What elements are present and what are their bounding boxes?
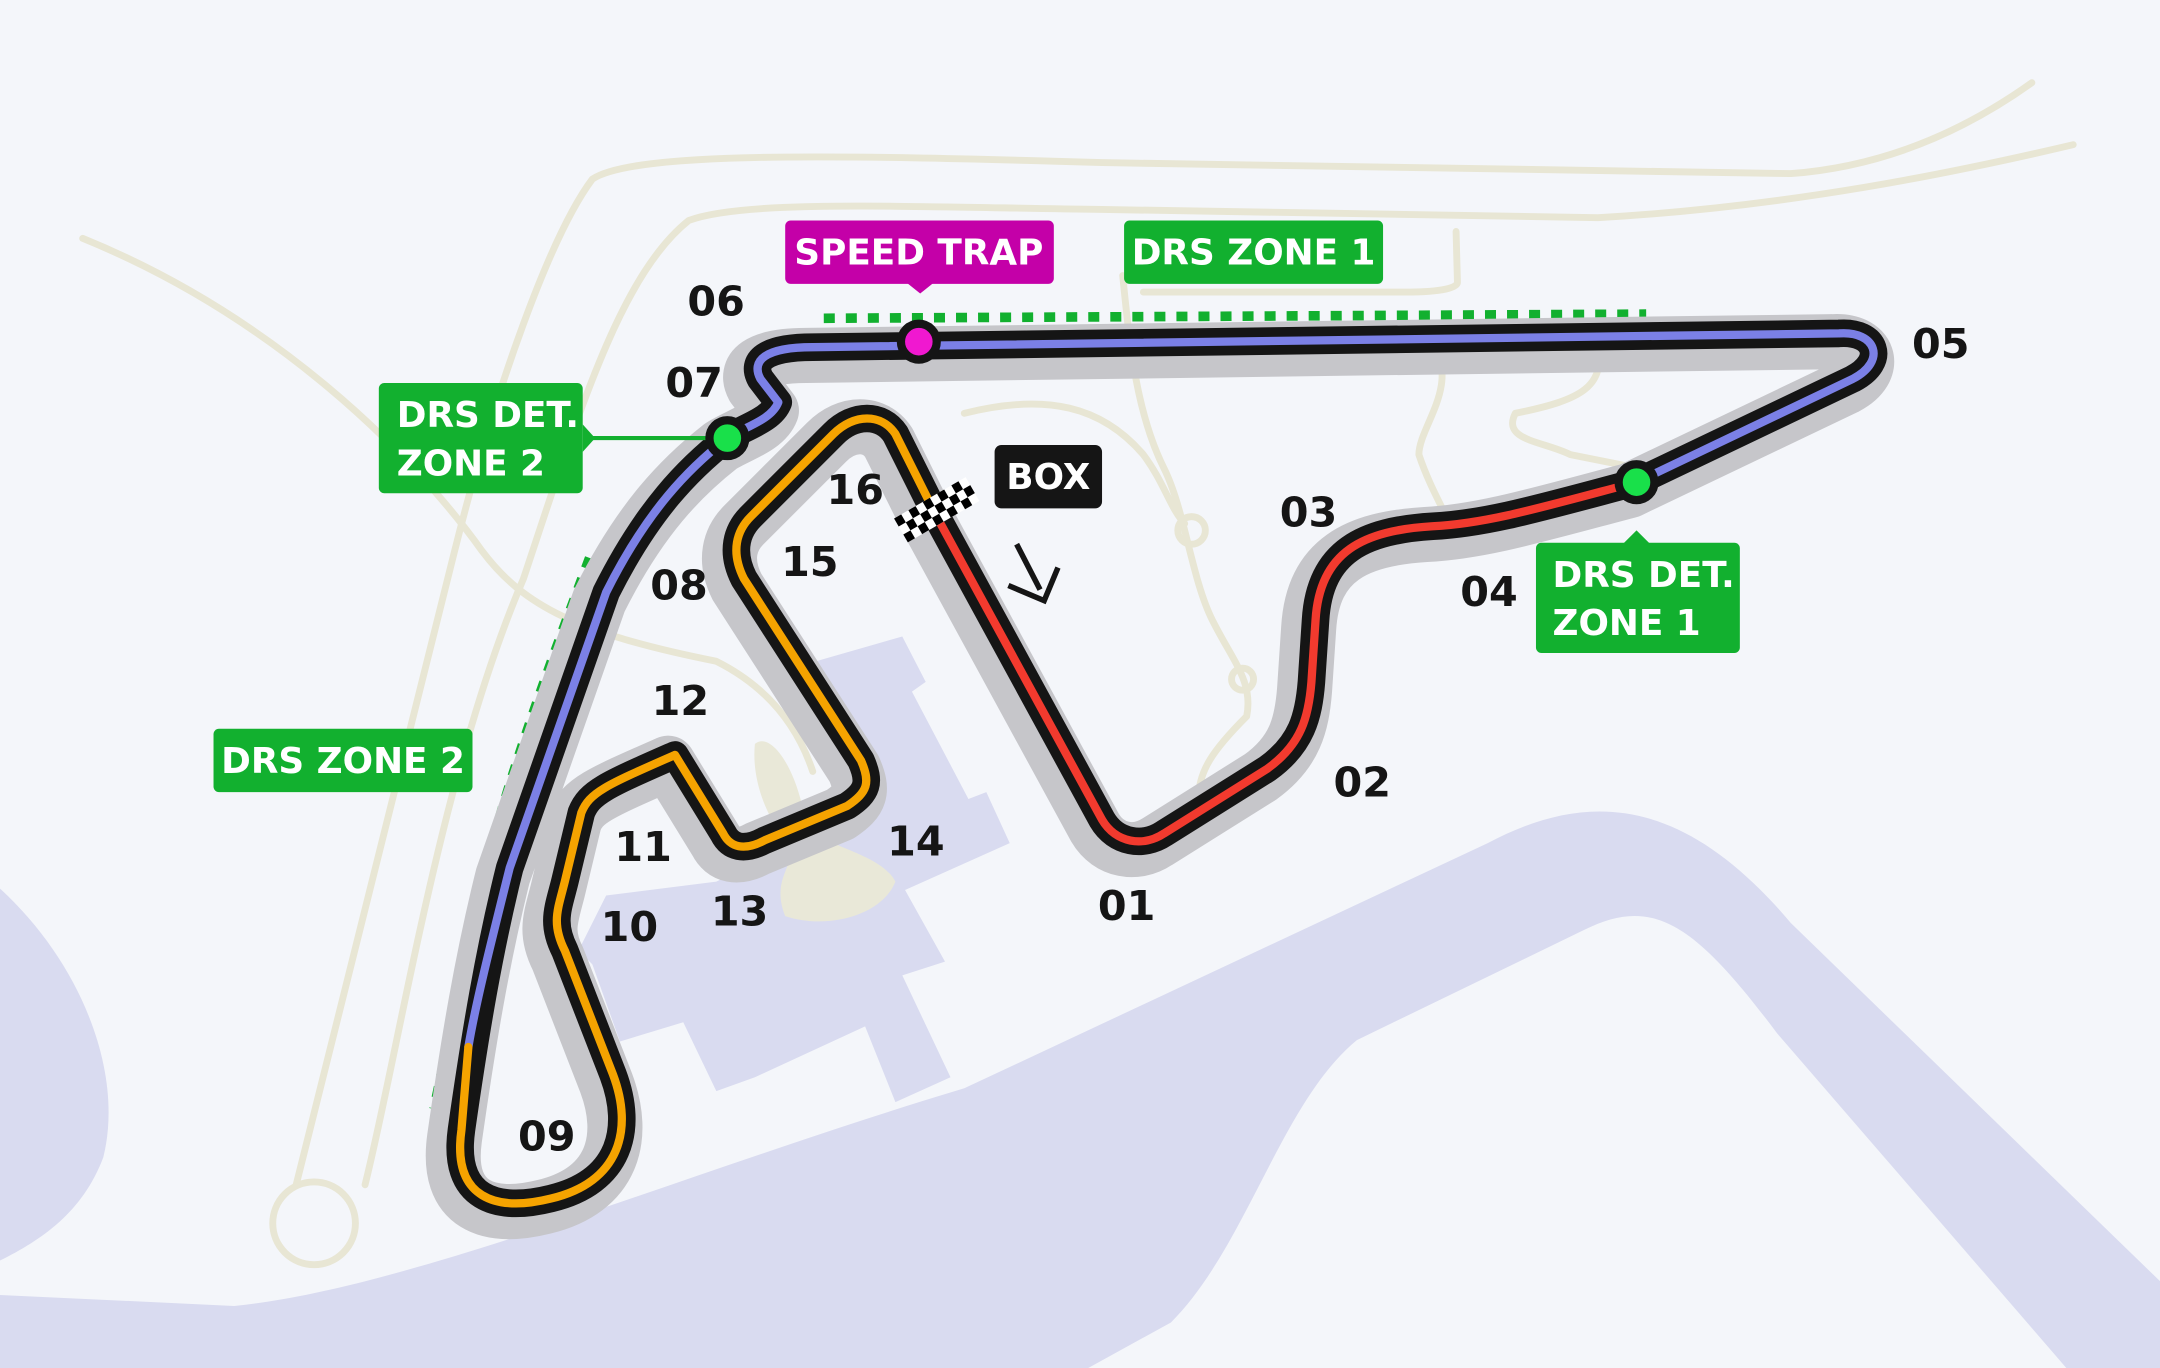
drs-zone-1-label: DRS ZONE 1 xyxy=(1124,220,1384,284)
drs-detection-zone-2-marker xyxy=(705,416,750,461)
drs-zone-2-label: DRS ZONE 2 xyxy=(213,728,473,793)
speed-trap-label: SPEED TRAP xyxy=(785,220,1054,294)
turn-05: 05 xyxy=(1912,320,1970,368)
turn-09: 09 xyxy=(518,1112,576,1160)
turn-10: 10 xyxy=(601,903,659,951)
pit-entry-arrow-icon xyxy=(1007,542,1061,605)
turn-11: 11 xyxy=(614,823,672,871)
water-river xyxy=(0,811,2160,1368)
turn-13: 13 xyxy=(711,888,768,936)
box-label: BOX xyxy=(994,444,1103,509)
drs-zone-1-text: DRS ZONE 1 xyxy=(1132,233,1376,274)
box-text: BOX xyxy=(1006,457,1090,498)
turn-12: 12 xyxy=(652,677,710,725)
checkered-flag-icon xyxy=(894,477,980,543)
turn-04: 04 xyxy=(1460,568,1518,616)
surrounding-roads xyxy=(79,79,2077,1269)
speed-trap-text: SPEED TRAP xyxy=(794,233,1043,274)
turn-15: 15 xyxy=(781,538,839,586)
turn-numbers: 01 02 03 04 05 06 07 08 09 10 11 12 13 1… xyxy=(518,278,1970,1161)
water-left-lagoon xyxy=(0,888,109,1261)
drs-detection-zone-1-label: DRS DET. ZONE 1 xyxy=(1535,530,1740,654)
sector-3 xyxy=(456,414,941,1208)
turn-02: 02 xyxy=(1333,758,1391,806)
drs-det-zone-2-line2: ZONE 2 xyxy=(397,443,545,484)
drs-detection-zone-1-marker xyxy=(1614,460,1659,505)
turn-14: 14 xyxy=(887,818,944,866)
drs-detection-zone-2-label: DRS DET. ZONE 2 xyxy=(378,383,717,494)
marina-pond xyxy=(754,741,896,922)
turn-06: 06 xyxy=(687,278,745,326)
drs-det-zone-1-line2: ZONE 1 xyxy=(1553,603,1701,644)
turn-16: 16 xyxy=(827,466,884,514)
drs-det-zone-1-line1: DRS DET. xyxy=(1553,555,1735,596)
turn-03: 03 xyxy=(1280,488,1338,536)
drs-det-zone-2-line1: DRS DET. xyxy=(397,395,579,436)
sector-1 xyxy=(932,478,1641,846)
turn-08: 08 xyxy=(650,561,707,609)
turn-01: 01 xyxy=(1098,882,1155,930)
turn-07: 07 xyxy=(665,359,723,407)
speed-trap-marker xyxy=(896,319,941,364)
drs-zone-1-line xyxy=(823,309,1647,324)
drs-zone-2-text: DRS ZONE 2 xyxy=(221,741,465,782)
